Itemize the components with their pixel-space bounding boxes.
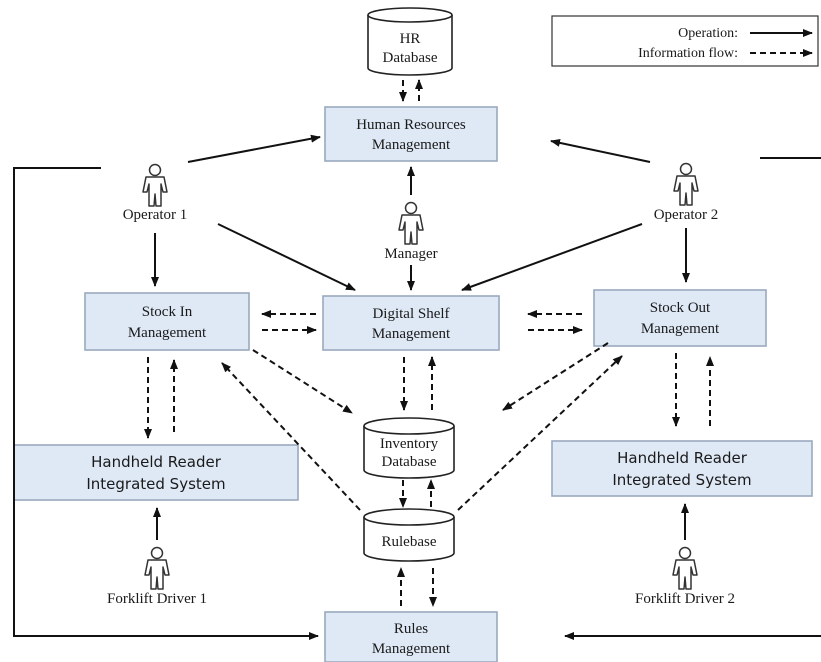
hr-database-label-2: Database <box>383 50 438 66</box>
manager-person-icon <box>398 201 424 245</box>
arrow-operator1-to-shelf <box>217 223 356 291</box>
operator-2: Operator 2 <box>654 162 719 223</box>
flow-stockout-to-inventory <box>502 342 609 411</box>
digital-shelf-label-2: Management <box>372 326 451 342</box>
hr-management-label-1: Human Resources <box>356 117 466 133</box>
handheld-right-label-2: Integrated System <box>612 471 751 489</box>
flow-rulebase-to-stockout <box>457 355 623 511</box>
arrow-operator1-to-hr <box>187 134 321 163</box>
forklift-driver-1-person-icon <box>144 546 170 590</box>
manager-label: Manager <box>384 246 437 262</box>
manager: Manager <box>384 201 438 262</box>
stock-in-management: Stock In Management <box>84 292 250 351</box>
hr-management: Human Resources Management <box>324 106 498 162</box>
inventory-database: Inventory Database <box>363 417 455 479</box>
legend-operation-label: Operation: <box>678 26 738 41</box>
arrow-operator2-to-hr <box>550 138 651 163</box>
arrow-operator2-to-shelf <box>461 223 643 291</box>
forklift-driver-1: Forklift Driver 1 <box>107 546 207 607</box>
inventory-database-label-2: Database <box>382 454 437 470</box>
rules-management-label-1: Rules <box>394 621 428 637</box>
operator-1: Operator 1 <box>123 163 188 223</box>
arrow-operator1-loop-to-rules <box>13 167 319 640</box>
stock-out-label-2: Management <box>641 321 720 337</box>
inventory-database-label-1: Inventory <box>380 436 439 452</box>
handheld-left-label-1: Handheld Reader <box>91 453 222 471</box>
stock-out-label-1: Stock Out <box>650 300 711 316</box>
hr-database: HR Database <box>367 7 453 76</box>
stock-out-management: Stock Out Management <box>593 289 767 347</box>
forklift-driver-2-label: Forklift Driver 2 <box>635 591 735 607</box>
operator-2-label: Operator 2 <box>654 207 719 223</box>
handheld-left-label-2: Integrated System <box>86 475 225 493</box>
digital-shelf-label-1: Digital Shelf <box>372 306 449 322</box>
rulebase-label: Rulebase <box>382 534 437 550</box>
info-flow-arrows <box>144 79 714 607</box>
handheld-reader-left: Handheld Reader Integrated System <box>13 444 299 501</box>
forklift-driver-2: Forklift Driver 2 <box>635 546 735 607</box>
forklift-driver-2-person-icon <box>672 546 698 590</box>
hr-management-label-2: Management <box>372 137 451 153</box>
operation-arrows <box>13 134 821 640</box>
operator-1-label: Operator 1 <box>123 207 188 223</box>
handheld-right-label-1: Handheld Reader <box>617 449 748 467</box>
flow-rulebase-to-stockin <box>221 362 361 511</box>
hr-database-label-1: HR <box>400 31 421 47</box>
stock-in-label-2: Management <box>128 325 207 341</box>
operator-1-person-icon <box>142 163 168 207</box>
operator-2-person-icon <box>673 162 699 206</box>
rulebase: Rulebase <box>363 508 455 562</box>
legend: Operation: Information flow: <box>551 15 819 67</box>
legend-box <box>551 15 819 67</box>
flow-stockin-to-inventory <box>252 349 353 414</box>
digital-shelf-management: Digital Shelf Management <box>322 295 500 351</box>
rules-management: Rules Management <box>324 611 498 662</box>
rules-management-label-2: Management <box>372 641 451 657</box>
handheld-reader-right: Handheld Reader Integrated System <box>551 440 813 497</box>
legend-info-flow-label: Information flow: <box>638 46 738 61</box>
forklift-driver-1-label: Forklift Driver 1 <box>107 591 207 607</box>
stock-in-label-1: Stock In <box>142 304 193 320</box>
